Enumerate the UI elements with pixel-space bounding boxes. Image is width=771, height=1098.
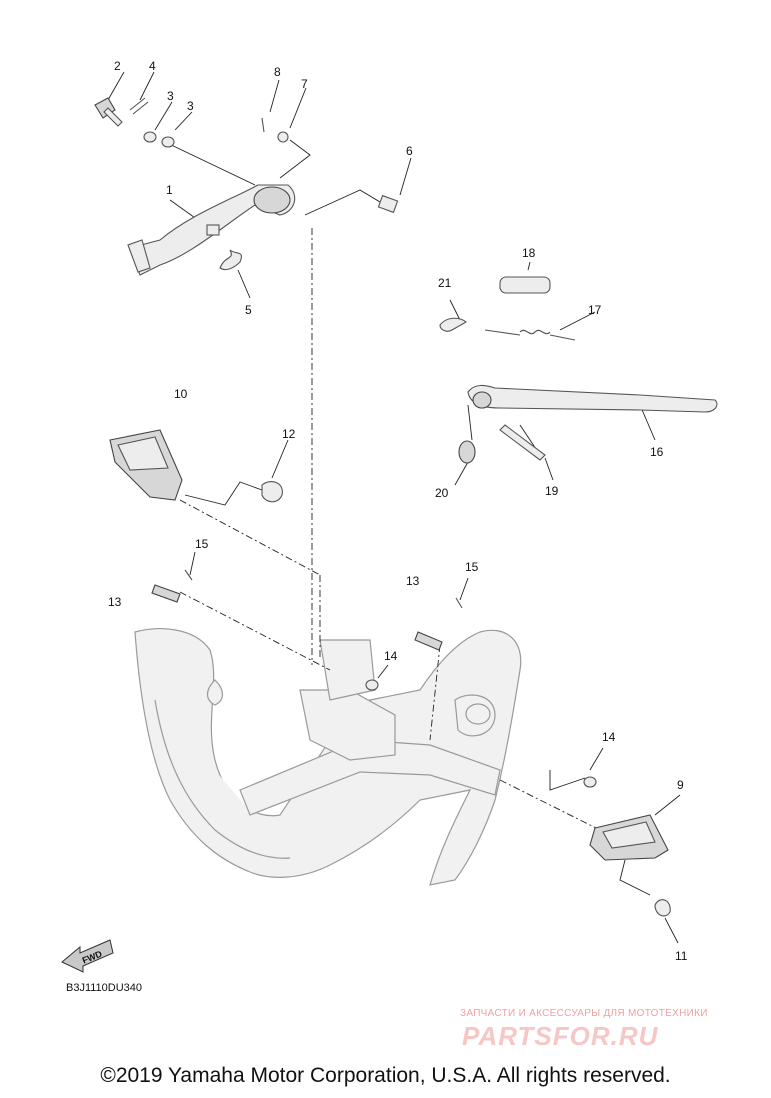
bolt-part-19: [499, 424, 546, 461]
leader-lines: [107, 71, 681, 944]
bolt-part-6: [377, 194, 399, 214]
callout-9: 9: [677, 778, 684, 792]
bolt-part-2: [94, 97, 123, 127]
sleeve-part-18: [499, 276, 551, 294]
callout-14a: 14: [384, 649, 398, 663]
pin-part-8: [261, 117, 265, 133]
washer-part-3b: [161, 136, 175, 148]
callout-14b: 14: [602, 730, 616, 744]
spring-part-5: [219, 249, 242, 271]
callout-11: 11: [675, 949, 688, 963]
callout-18: 18: [522, 246, 536, 260]
callout-20: 20: [435, 486, 449, 500]
callout-10: 10: [174, 387, 188, 401]
callout-4: 4: [149, 59, 156, 73]
watermark-brand: PARTSFOR.RU: [462, 1021, 659, 1051]
bolt-part-13a: [151, 584, 181, 603]
fwd-arrow-icon: FWD: [61, 939, 114, 973]
callout-13a: 13: [108, 595, 122, 609]
callout-15a: 15: [195, 537, 209, 551]
callout-numbers: 1 2 4 3 3 8 7 6 5 18 21 17 10 12 16 20 1…: [108, 59, 688, 963]
pin-part-15b: [455, 597, 463, 609]
callout-3b: 3: [187, 99, 194, 113]
callout-6: 6: [406, 144, 413, 158]
callout-3a: 3: [167, 89, 174, 103]
spring-part-17: [484, 329, 576, 341]
ring-part-7: [277, 131, 289, 143]
callout-13b: 13: [406, 574, 420, 588]
copyright-notice: ©2019 Yamaha Motor Corporation, U.S.A. A…: [100, 1064, 671, 1087]
frame-assembly: [134, 628, 522, 886]
diagram-code: B3J1110DU340: [66, 982, 142, 994]
clip-part-21: [439, 317, 467, 332]
bolt-part-13b: [414, 631, 443, 651]
callout-15b: 15: [465, 560, 479, 574]
callout-16: 16: [650, 445, 664, 459]
spring-part-12: [261, 481, 283, 503]
sidestand-part-16: [467, 384, 718, 413]
brake-pedal-part-1: [127, 184, 296, 276]
watermark-tagline: ЗАПЧАСТИ И АКСЕССУАРЫ ДЛЯ МОТОТЕХНИКИ: [460, 1008, 708, 1019]
callout-5: 5: [245, 303, 252, 317]
washer-part-14a: [365, 679, 379, 691]
callout-12: 12: [282, 427, 296, 441]
callout-1: 1: [166, 183, 173, 197]
callout-2: 2: [114, 59, 121, 73]
collar-part-20: [458, 440, 476, 464]
callout-21: 21: [438, 276, 452, 290]
watermark: ЗАПЧАСТИ И АКСЕССУАРЫ ДЛЯ МОТОТЕХНИКИ PA…: [460, 1008, 708, 1051]
footrest-part-10: [109, 429, 183, 501]
callout-8: 8: [274, 65, 281, 79]
callout-17: 17: [588, 303, 602, 317]
cotter-pin-part-4: [129, 97, 149, 115]
footrest-part-9: [589, 814, 669, 861]
callout-7: 7: [301, 77, 308, 91]
callout-19: 19: [545, 484, 559, 498]
washer-part-3a: [143, 131, 157, 143]
washer-part-14b: [583, 776, 597, 788]
pin-part-15a: [184, 569, 193, 581]
clip-part-11: [654, 899, 671, 917]
